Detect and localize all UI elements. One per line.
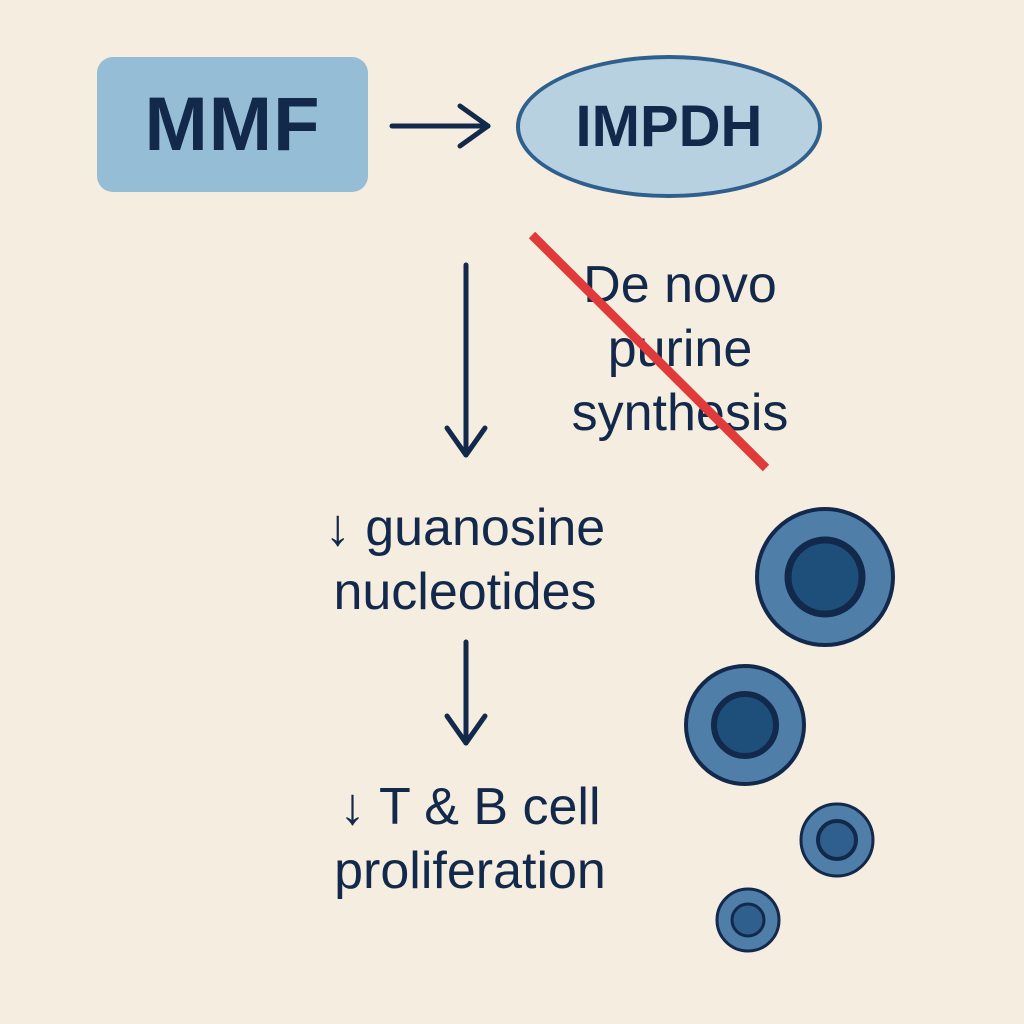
lymphocyte-cell-icon bbox=[715, 887, 781, 953]
proliferation-line-2: proliferation bbox=[334, 842, 606, 900]
proliferation-line-1: ↓ T & B cell bbox=[339, 778, 601, 836]
pathway-label: De novo purine synthesis bbox=[520, 253, 840, 445]
pathway-line-2: purine bbox=[607, 320, 753, 378]
arrow-down-icon bbox=[444, 262, 488, 458]
pathway-line-3: synthesis bbox=[571, 384, 789, 442]
lymphocyte-cell-icon bbox=[799, 802, 875, 878]
guanosine-line-1: ↓ guanosine bbox=[324, 499, 606, 557]
arrow-down-icon bbox=[444, 639, 488, 746]
proliferation-effect-label: ↓ T & B cell proliferation bbox=[270, 775, 670, 903]
impdh-node: IMPDH bbox=[516, 55, 822, 198]
arrow-right-icon bbox=[389, 103, 491, 149]
lymphocyte-cell-icon bbox=[755, 507, 895, 647]
guanosine-effect-label: ↓ guanosine nucleotides bbox=[280, 496, 650, 624]
guanosine-line-2: nucleotides bbox=[333, 563, 597, 621]
mmf-node: MMF bbox=[97, 57, 368, 192]
pathway-line-1: De novo bbox=[583, 256, 777, 314]
lymphocyte-cell-icon bbox=[684, 664, 806, 786]
